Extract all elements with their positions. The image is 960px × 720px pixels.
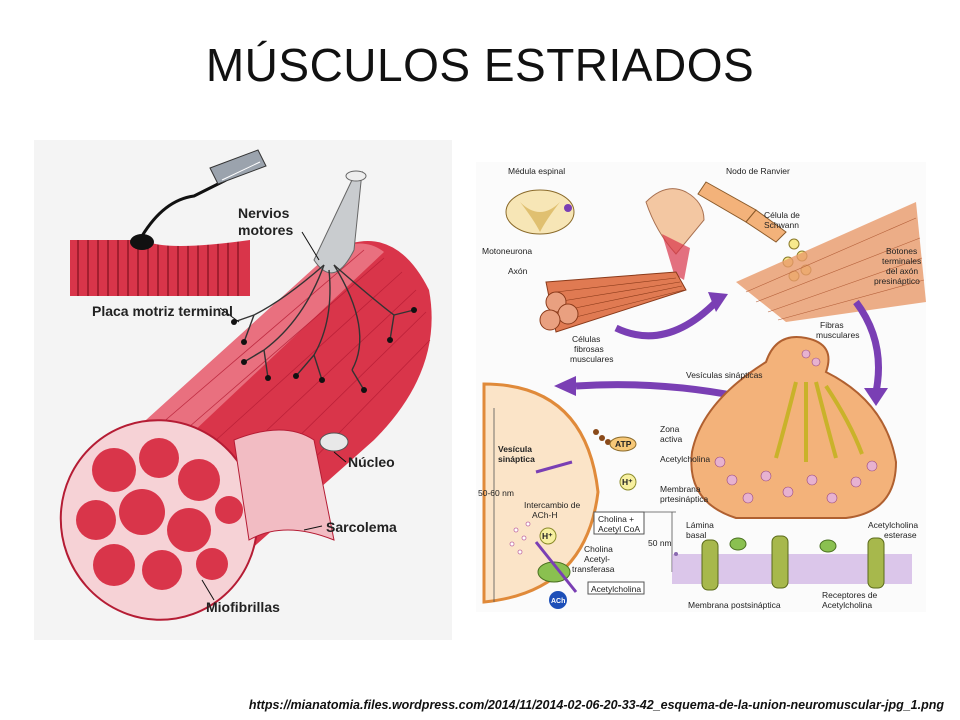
label-nervios: Nervios — [238, 205, 290, 221]
label-axon: Axón — [508, 266, 528, 276]
label-atp: ATP — [615, 439, 632, 449]
label-zona-1: Zona — [660, 424, 680, 434]
label-lamina-1: Lámina — [686, 520, 714, 530]
label-vesicula-2: sináptica — [498, 454, 535, 464]
label-fibras-1: Fibras — [820, 320, 844, 330]
muscle-fiber-svg: Nervios motores Placa motriz terminal Nú… — [59, 149, 432, 621]
label-membrana-2: prtesináptica — [660, 494, 708, 504]
label-postsinaptica: Membrana postsináptica — [688, 600, 781, 610]
muscle-fibers-graphic — [736, 202, 926, 322]
label-choline-2: Acetyl CoA — [598, 524, 640, 534]
label-50-60-nm: 50-60 nm — [478, 488, 514, 498]
label-50-nm: 50 nm — [648, 538, 672, 548]
label-intercambio-2: ACh-H — [532, 510, 558, 520]
label-transferasa-1: Cholina — [584, 544, 613, 554]
label-esterase-2: esterase — [884, 530, 917, 540]
motor-end-plate-inset — [70, 149, 267, 296]
label-botones-1: Botones — [886, 246, 917, 256]
label-membrana-1: Membrana — [660, 484, 701, 494]
muscle-fiber-illustration: Nervios motores Placa motriz terminal Nú… — [34, 140, 452, 640]
label-miofibrillas: Miofibrillas — [206, 599, 280, 615]
muscle-fiber-bundle — [539, 271, 687, 333]
motor-nerve — [231, 170, 417, 393]
label-botones-2: terminales — [882, 256, 921, 266]
synaptic-vesicle-zoom — [482, 382, 637, 609]
label-celula-2: Schwann — [764, 220, 799, 230]
label-receptores-1: Receptores de — [822, 590, 878, 600]
label-sarcolema: Sarcolema — [326, 519, 397, 535]
label-celula-1: Célula de — [764, 210, 800, 220]
label-vesiculas-sinapticas: Vesículas sinápticas — [686, 370, 763, 380]
label-botones-4: presináptico — [874, 276, 920, 286]
label-motores: motores — [238, 222, 293, 238]
label-placa-motriz: Placa motriz terminal — [92, 303, 233, 319]
label-hplus-2: H⁺ — [542, 531, 553, 541]
label-motoneurona: Motoneurona — [482, 246, 532, 256]
neuromuscular-junction-svg: Médula espinal Nodo de Ranvier Célula de… — [478, 166, 926, 610]
arm-graphic — [645, 188, 705, 255]
label-hplus-1: H⁺ — [622, 477, 633, 487]
flow-arrow-1 — [614, 299, 719, 340]
flow-arrow-2 — [853, 299, 882, 393]
label-nucleo: Núcleo — [348, 454, 395, 470]
label-celulas-1: Células — [572, 334, 600, 344]
label-nodo: Nodo de Ranvier — [726, 166, 790, 176]
label-fibras-2: musculares — [816, 330, 859, 340]
presynaptic-terminal — [690, 336, 898, 519]
label-choline-1: Cholina + — [598, 514, 634, 524]
label-medula: Médula espinal — [508, 166, 565, 176]
label-acetylcholina-1: Acetylcholina — [660, 454, 710, 464]
label-esterase-1: Acetylcholina — [868, 520, 918, 530]
source-url[interactable]: https://mianatomia.files.wordpress.com/2… — [248, 698, 944, 712]
label-celulas-2: fibrosas — [574, 344, 604, 354]
label-transferasa-3: transferasa — [572, 564, 615, 574]
label-acetylcholina-2: Acetylcholina — [591, 584, 641, 594]
postsynaptic-membrane — [672, 535, 912, 591]
label-vesicula-1: Vesícula — [498, 444, 532, 454]
muscle-fiber-cylinder — [59, 241, 432, 621]
label-botones-3: del axón — [886, 266, 918, 276]
label-transferasa-2: Acetyl- — [584, 554, 610, 564]
spinal-cord-graphic — [505, 189, 575, 235]
neuromuscular-junction-illustration: Médula espinal Nodo de Ranvier Célula de… — [476, 162, 926, 612]
label-celulas-3: musculares — [570, 354, 613, 364]
label-lamina-2: basal — [686, 530, 706, 540]
page-title: MÚSCULOS ESTRIADOS — [205, 39, 755, 91]
label-ach: ACh — [551, 598, 565, 605]
label-zona-2: activa — [660, 434, 682, 444]
label-receptores-2: Acetylcholina — [822, 600, 872, 610]
label-intercambio-1: Intercambio de — [524, 500, 580, 510]
